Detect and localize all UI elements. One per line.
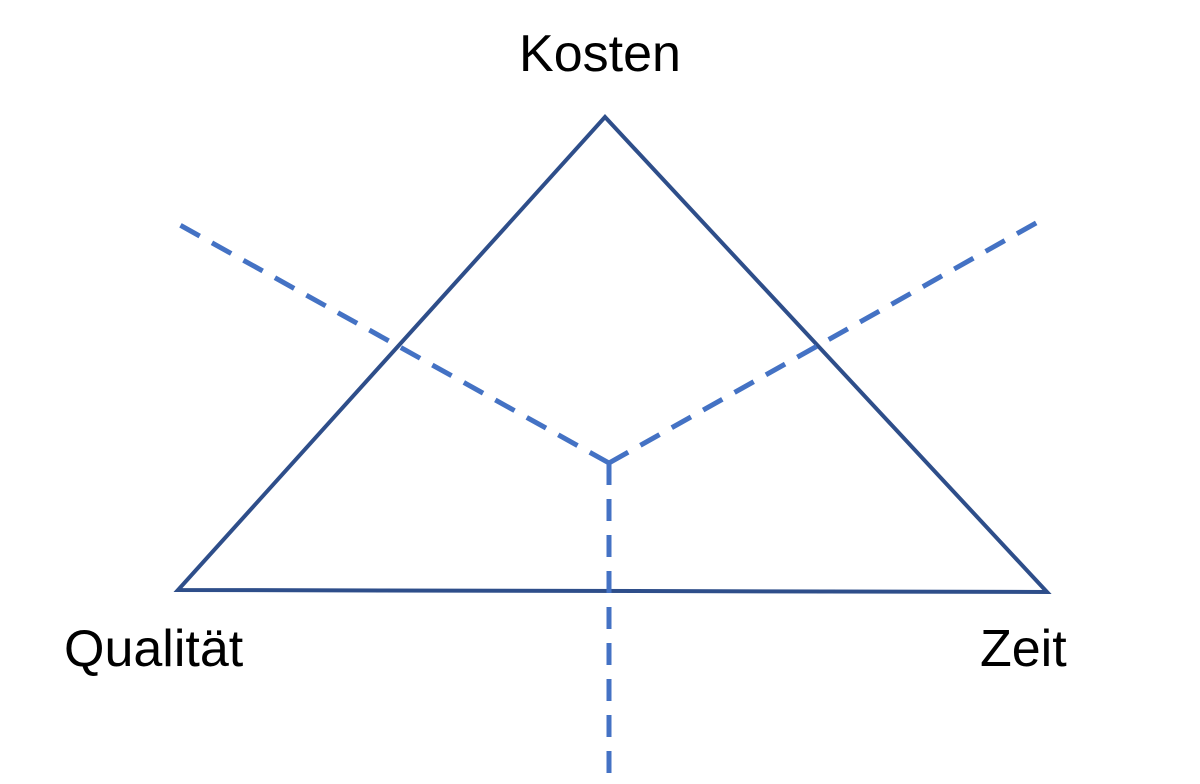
vertex-label-zeit: Zeit (980, 620, 1067, 678)
dashed-ray-upper-right (607, 215, 1047, 466)
vertex-label-kosten: Kosten (519, 25, 681, 83)
vertex-label-qualitaet: Qualität (64, 620, 244, 678)
dashed-ray-upper-left (176, 221, 611, 466)
triangle-outline (173, 114, 1052, 595)
